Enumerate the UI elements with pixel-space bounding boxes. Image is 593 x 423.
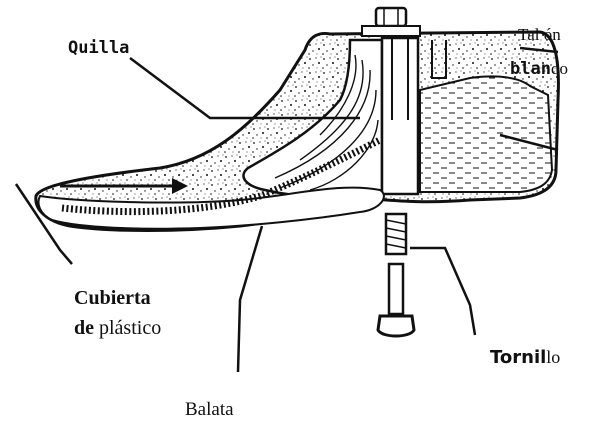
blando-part-b: do — [551, 59, 568, 78]
label-blando: blando — [510, 60, 568, 78]
tornillo-part-b: lo — [546, 347, 560, 367]
talon-part-a: Tal — [518, 25, 539, 44]
label-tornillo: Tornillo — [490, 348, 560, 367]
de-part: de — [74, 317, 94, 339]
blando-part-a: blan — [510, 59, 551, 79]
soft-heel-region — [420, 76, 552, 192]
tornillo-part-a: Tornil — [490, 347, 546, 368]
plastico-part: plástico — [99, 317, 161, 339]
talon-part-b: ón — [544, 25, 561, 44]
label-de-plastico: de plástico — [74, 318, 161, 338]
top-nut — [376, 8, 406, 26]
label-cubierta: Cubierta — [74, 288, 151, 308]
bolt — [378, 214, 414, 336]
screw-channel — [382, 38, 418, 194]
label-quilla: Quilla — [68, 40, 129, 57]
label-talon-blando: Tal ón — [518, 26, 561, 43]
label-balata: Balata — [185, 400, 234, 419]
